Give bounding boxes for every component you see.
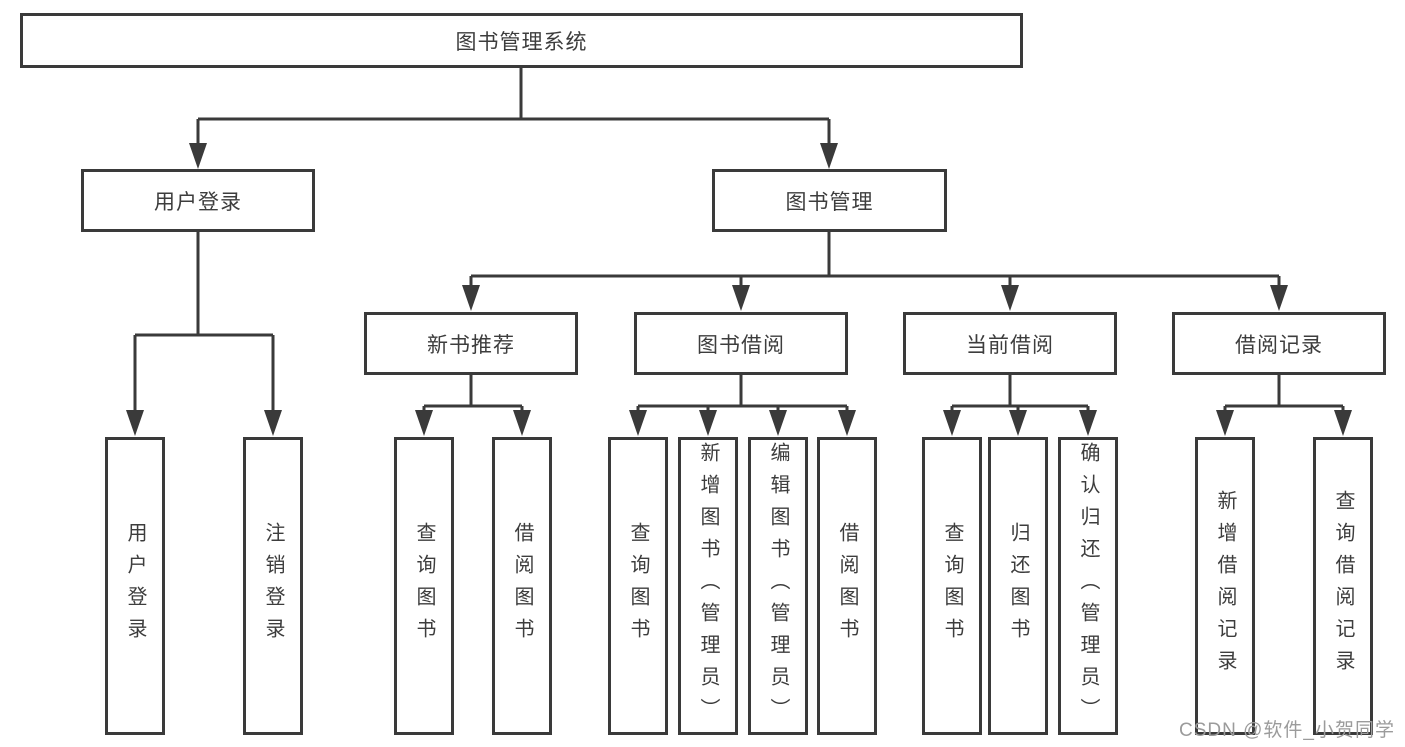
node-current-borrow: 当前借阅 <box>903 312 1117 375</box>
leaf-logout: 注销登录 <box>243 437 303 735</box>
leaf-records-query-record: 查询借阅记录 <box>1313 437 1373 735</box>
leaf-user-login: 用户登录 <box>105 437 165 735</box>
leaf-borrow-add-book-admin: 新增图书（管理员） <box>678 437 738 735</box>
node-borrow-records: 借阅记录 <box>1172 312 1386 375</box>
node-new-book-recommend: 新书推荐 <box>364 312 578 375</box>
leaf-recommend-query-book: 查询图书 <box>394 437 454 735</box>
node-user-login: 用户登录 <box>81 169 315 232</box>
leaf-recommend-borrow-book: 借阅图书 <box>492 437 552 735</box>
node-root-library-system: 图书管理系统 <box>20 13 1023 68</box>
csdn-watermark: CSDN @软件_小贺同学 <box>1179 720 1395 741</box>
leaf-current-return-book: 归还图书 <box>988 437 1048 735</box>
leaf-borrow-edit-book-admin: 编辑图书（管理员） <box>748 437 808 735</box>
leaf-borrow-query-book: 查询图书 <box>608 437 668 735</box>
leaf-current-confirm-return-admin: 确认归还（管理员） <box>1058 437 1118 735</box>
node-book-borrow: 图书借阅 <box>634 312 848 375</box>
leaf-borrow-borrow-book: 借阅图书 <box>817 437 877 735</box>
node-book-management: 图书管理 <box>712 169 947 232</box>
leaf-current-query-book: 查询图书 <box>922 437 982 735</box>
leaf-records-add-record: 新增借阅记录 <box>1195 437 1255 735</box>
